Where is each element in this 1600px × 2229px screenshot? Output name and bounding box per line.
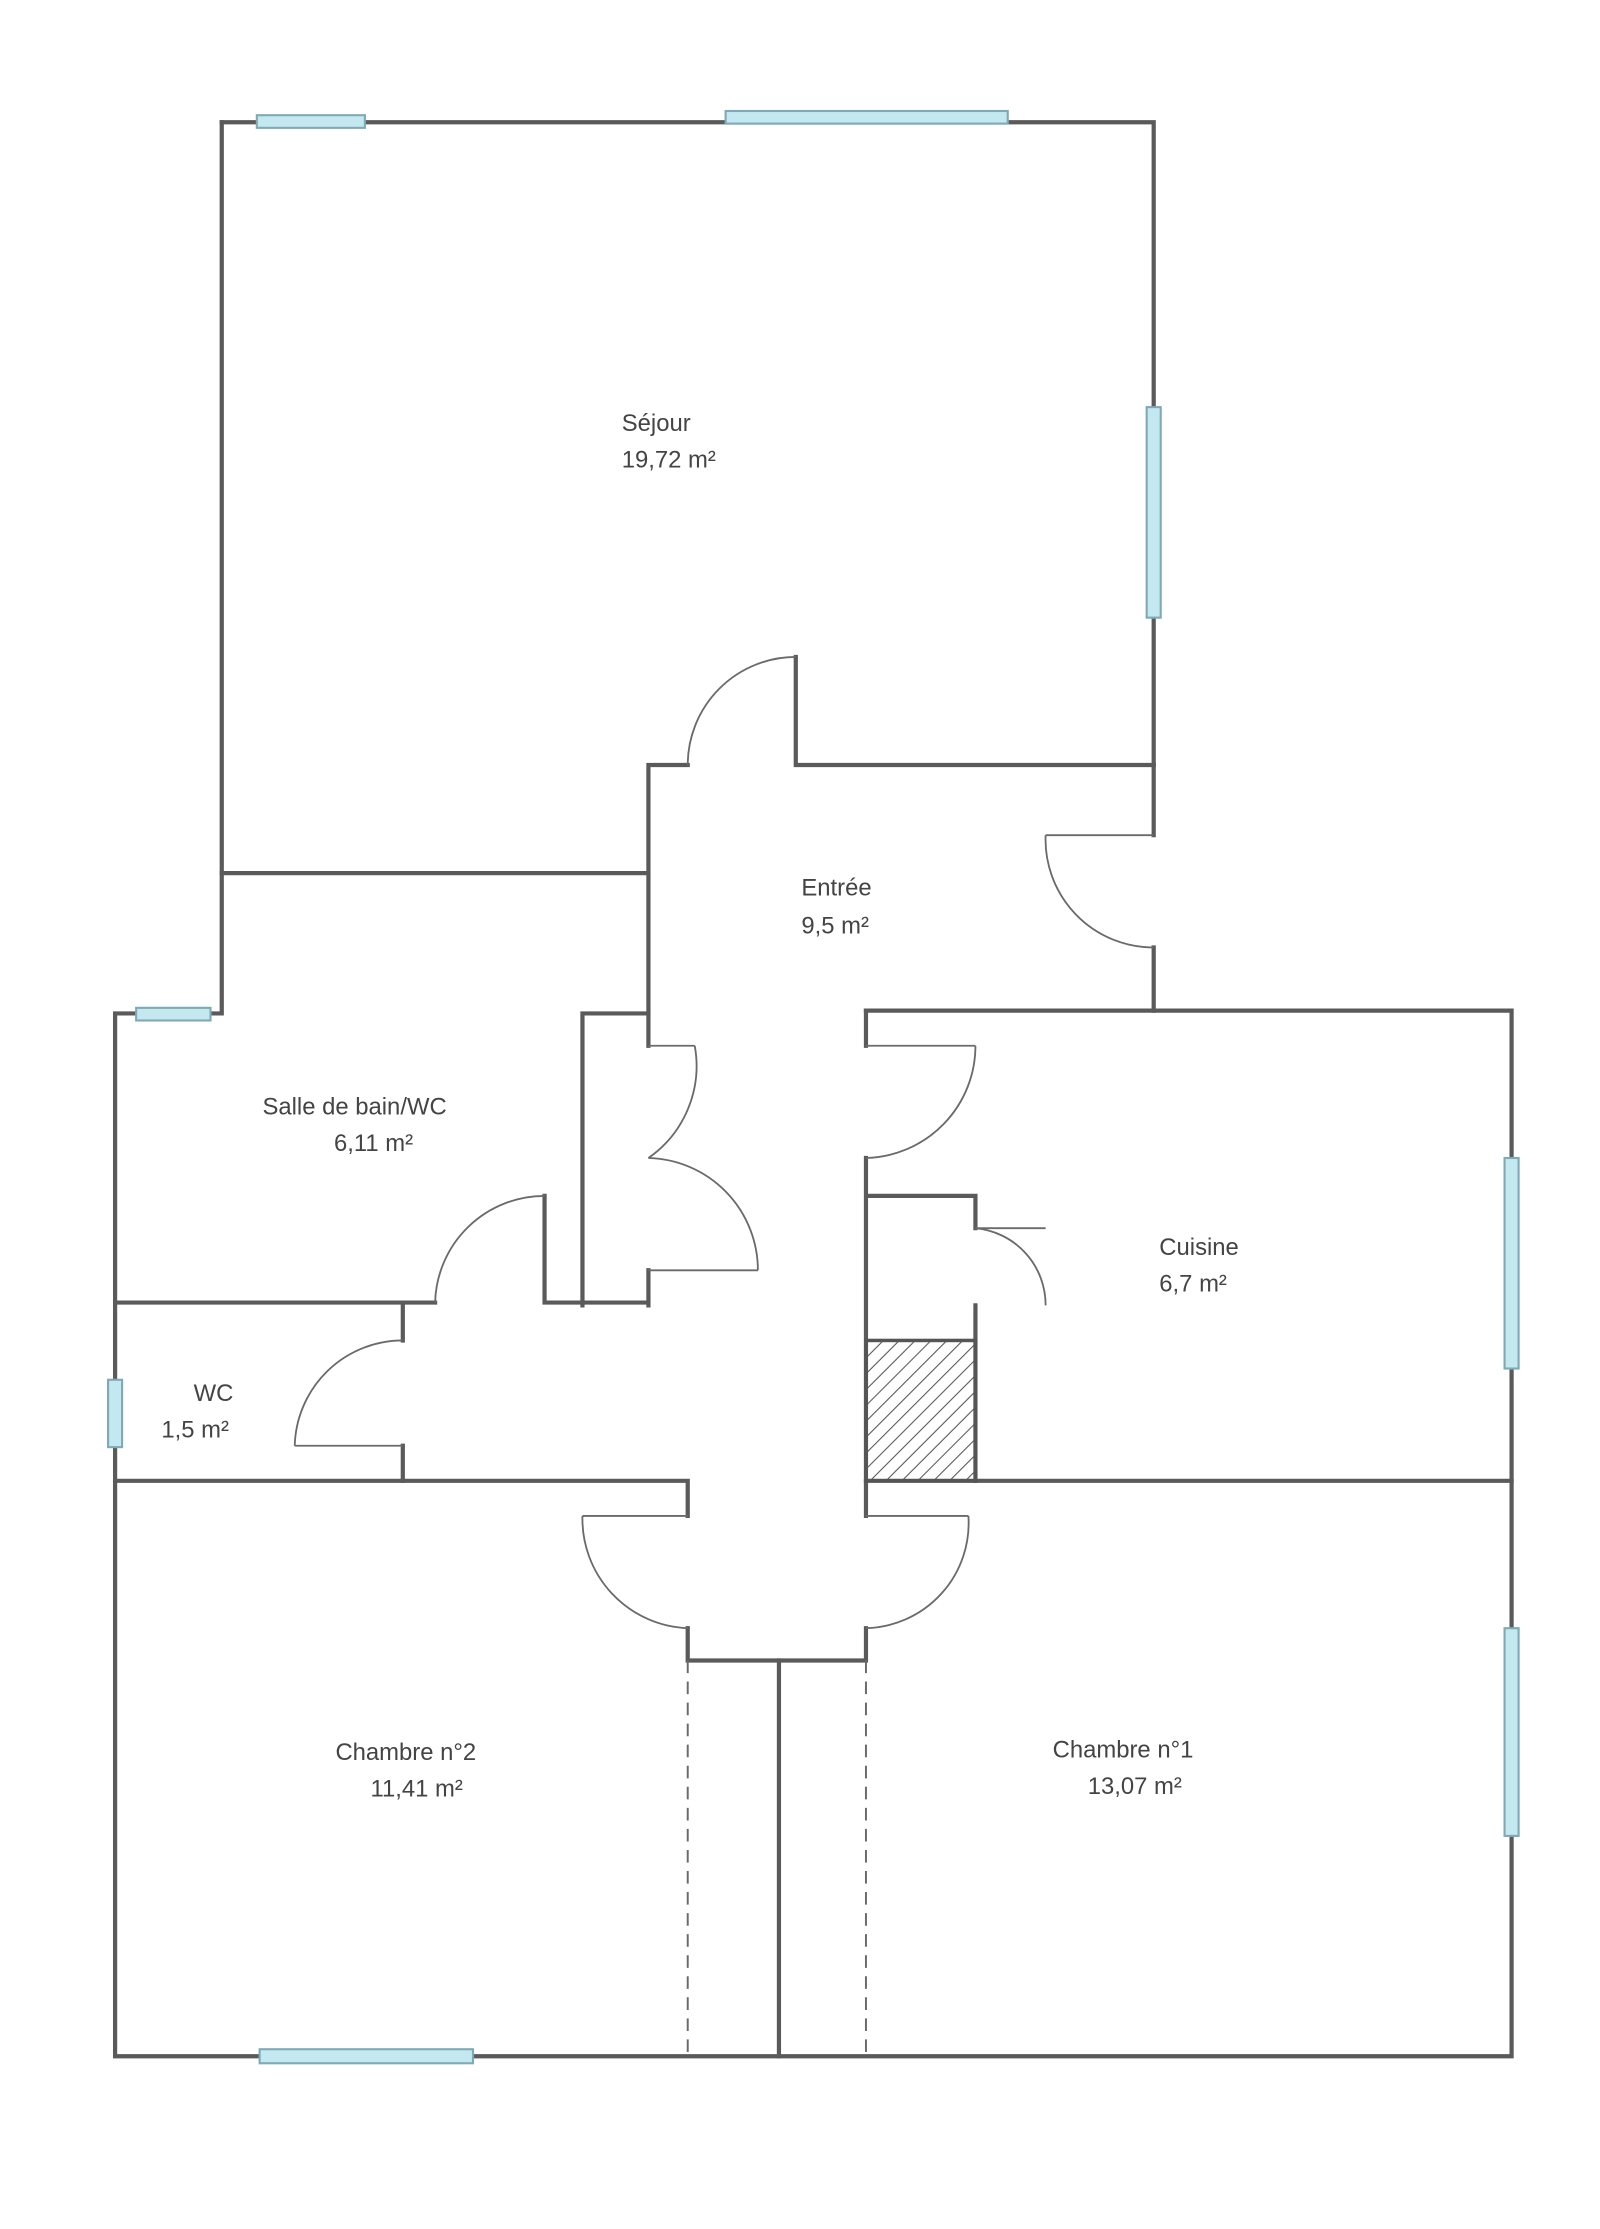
- door-closet-2[interactable]: [648, 1157, 759, 1271]
- hatched-duct: [864, 1338, 978, 1483]
- room-labels: Séjour 19,72 m² Entrée 9,5 m² Salle de b…: [161, 410, 1238, 1803]
- windows: [107, 109, 1520, 2065]
- door-pantry[interactable]: [975, 1227, 1047, 1306]
- door-kitchen[interactable]: [865, 1045, 977, 1159]
- door-wc[interactable]: [293, 1339, 403, 1446]
- room-name-bedroom-1: Chambre n°1: [1053, 1736, 1194, 1763]
- closet-boundary: [686, 1660, 867, 2057]
- walls: [112, 120, 1514, 2059]
- room-name-kitchen: Cuisine: [1159, 1234, 1239, 1261]
- room-area-entree: 9,5 m²: [801, 912, 869, 939]
- door-swings: [293, 656, 1154, 2057]
- room-area-bedroom-2: 11,41 m²: [371, 1776, 463, 1803]
- door-sejour[interactable]: [686, 656, 796, 766]
- room-name-bathroom: Salle de bain/WC: [262, 1094, 446, 1121]
- room-name-sejour: Séjour: [622, 410, 691, 437]
- door-bedroom-2[interactable]: [581, 1515, 688, 1630]
- room-area-bedroom-1: 13,07 m²: [1088, 1773, 1182, 1800]
- room-area-sejour: 19,72 m²: [622, 446, 716, 473]
- room-name-entree: Entrée: [801, 875, 871, 902]
- room-name-wc: WC: [194, 1380, 234, 1407]
- room-area-bathroom: 6,11 m²: [334, 1130, 413, 1157]
- door-bathroom[interactable]: [434, 1194, 545, 1303]
- door-front-entry[interactable]: [1044, 835, 1154, 949]
- door-closet-1[interactable]: [647, 1045, 698, 1159]
- door-bedroom-1[interactable]: [865, 1515, 970, 1630]
- room-area-kitchen: 6,7 m²: [1159, 1270, 1227, 1297]
- room-name-bedroom-2: Chambre n°2: [335, 1739, 476, 1766]
- room-area-wc: 1,5 m²: [161, 1416, 229, 1443]
